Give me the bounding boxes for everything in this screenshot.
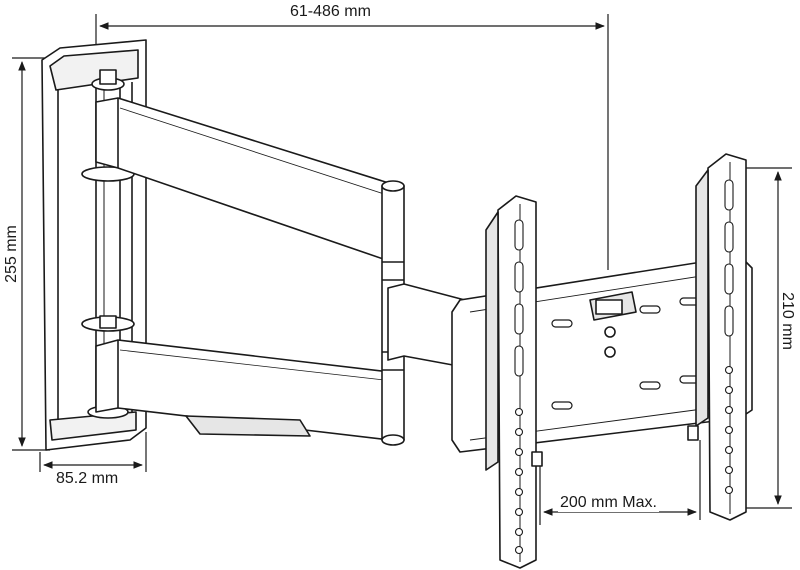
vesa-horizontal-label: 200 mm Max. <box>558 494 659 512</box>
lower-arm <box>95 339 391 441</box>
vesa-vertical-label: 210 mm <box>779 292 796 350</box>
right-vertical-rail <box>531 153 747 521</box>
extension-dimension-label: 61-486 mm <box>288 3 373 21</box>
left-vertical-rail <box>485 195 537 569</box>
wall-plate-height-label: 255 mm <box>3 222 21 286</box>
wall-plate-depth-label: 85.2 mm <box>54 470 121 488</box>
